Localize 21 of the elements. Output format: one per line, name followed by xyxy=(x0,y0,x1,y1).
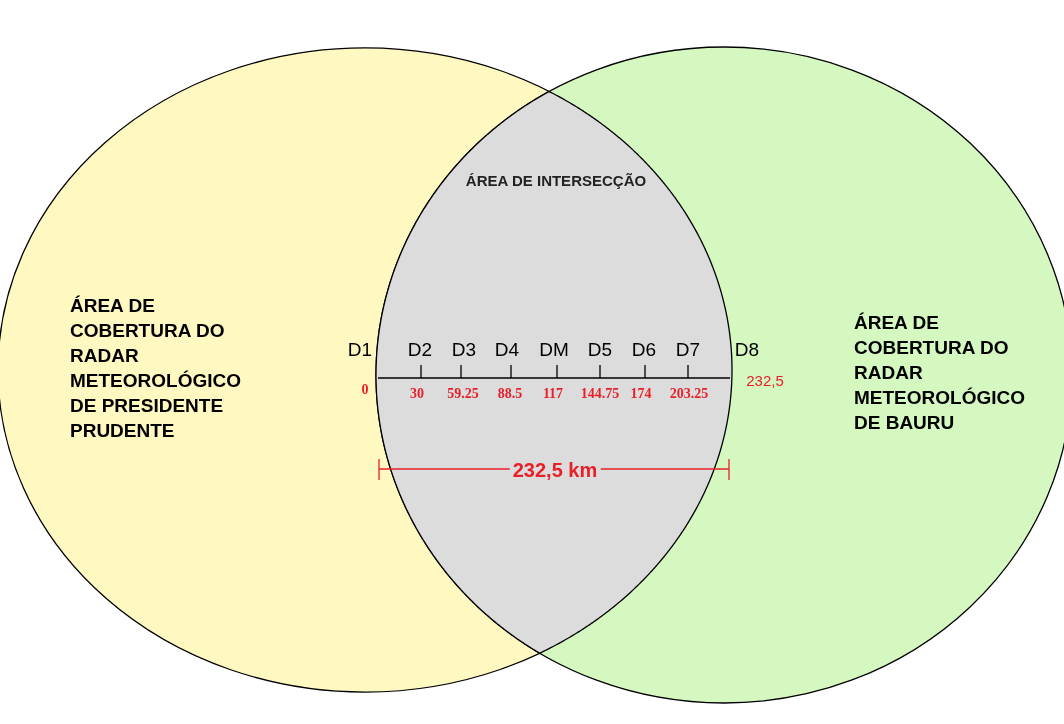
distance-label: D7 xyxy=(675,339,701,361)
tick-value: 0 xyxy=(361,382,369,398)
distance-label: D5 xyxy=(587,339,613,361)
distance-label: D4 xyxy=(494,339,520,361)
area-title: ÁREA DE INTERSECÇÃO xyxy=(464,171,648,191)
distance-label: D6 xyxy=(631,339,657,361)
distance-label: DM xyxy=(539,339,569,361)
distance-label: D1 xyxy=(347,339,373,361)
tick-value: 203.25 xyxy=(669,386,709,402)
tick-value: 59.25 xyxy=(447,386,479,402)
distance-label: D8 xyxy=(734,339,760,361)
tick-value: 174 xyxy=(630,386,652,402)
tick-value: 117 xyxy=(542,386,564,402)
tick-value: 144.75 xyxy=(580,386,620,402)
distance-label: D3 xyxy=(451,339,477,361)
distance-label: D2 xyxy=(407,339,433,361)
tick-value: 30 xyxy=(410,386,424,402)
tick-value: 232,5 xyxy=(746,371,784,389)
area-label: ÁREA DE COBERTURA DO RADAR METEOROLÓGICO DE PRESIDENTE PRUDENTE xyxy=(70,294,242,443)
area-label: ÁREA DE COBERTURA DO RADAR METEOROLÓGICO DE BAURU xyxy=(854,311,1026,435)
tick-value: 88.5 xyxy=(497,386,523,402)
